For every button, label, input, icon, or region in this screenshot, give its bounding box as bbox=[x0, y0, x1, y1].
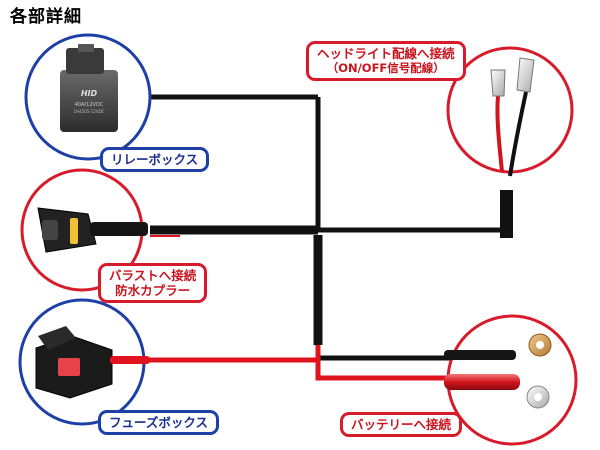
headlight-callout bbox=[446, 46, 574, 177]
coupler-seal bbox=[70, 218, 78, 244]
fuse-box-callout bbox=[18, 298, 150, 426]
fuse-red-wire bbox=[145, 345, 321, 363]
ballast-label-text: バラストへ接続 bbox=[109, 268, 197, 283]
fuse-element bbox=[58, 358, 80, 376]
ballast-label: バラストへ接続 防水カプラー bbox=[98, 263, 208, 303]
relay-box-label-text: リレーボックス bbox=[111, 152, 199, 167]
headlight-red-lead bbox=[495, 95, 504, 173]
relay-box-label: リレーボックス bbox=[100, 147, 210, 172]
battery-label-text: バッテリーへ接続 bbox=[351, 417, 452, 432]
battery-callout bbox=[444, 314, 578, 446]
headlight-label-subtext: （ON/OFF信号配線） bbox=[326, 61, 445, 75]
battery-red-wire bbox=[315, 360, 460, 381]
coupler-neck bbox=[90, 222, 148, 236]
battery-black-lead bbox=[444, 350, 516, 360]
relay-rating: 40A/12VDC bbox=[75, 102, 104, 108]
battery-label: バッテリーへ接続 bbox=[340, 412, 463, 437]
ring-terminal-silver-hole bbox=[534, 393, 542, 401]
relay-part: 1H4505-12VDC bbox=[74, 109, 105, 114]
headlight-wire-jacket bbox=[500, 190, 513, 238]
coupler-socket bbox=[42, 220, 58, 240]
headlight-black-lead bbox=[508, 91, 528, 177]
diagram-title: 各部詳細 bbox=[10, 7, 82, 27]
relay-tab bbox=[78, 44, 94, 52]
fuse-box-label-text: フューズボックス bbox=[109, 415, 209, 430]
battery-black-wire bbox=[315, 345, 460, 361]
relay-brand: HID bbox=[81, 89, 98, 98]
headlight-label-text: ヘッドライト配線へ接続 bbox=[317, 46, 455, 61]
fuse-box-label: フューズボックス bbox=[98, 410, 220, 435]
terminal-female bbox=[516, 57, 535, 93]
fuse-cap bbox=[38, 326, 76, 350]
relay-top bbox=[66, 48, 104, 74]
terminal-male bbox=[490, 69, 506, 97]
relay-box-callout: HID 40A/12VDC 1H4505-12VDC bbox=[24, 33, 152, 161]
headlight-label: ヘッドライト配線へ接続 （ON/OFF信号配線） bbox=[306, 41, 466, 81]
ballast-callout bbox=[20, 168, 148, 292]
headlight-circle bbox=[446, 46, 574, 174]
fuse-lead bbox=[110, 356, 150, 364]
ring-terminal-copper-hole bbox=[536, 341, 544, 349]
battery-red-lead bbox=[444, 374, 520, 390]
relay-body bbox=[60, 70, 118, 132]
ballast-label-subtext: 防水カプラー bbox=[115, 283, 191, 298]
wires bbox=[145, 94, 513, 381]
